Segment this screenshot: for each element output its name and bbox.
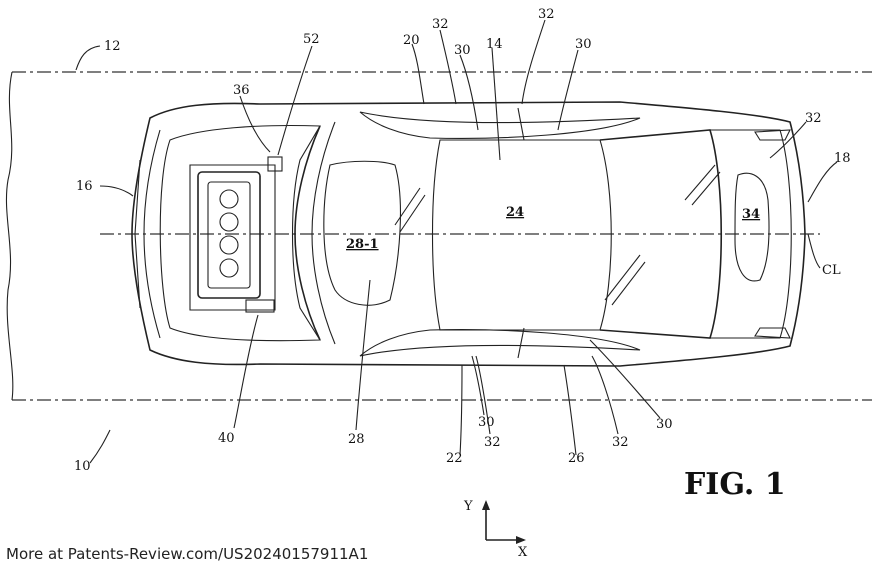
reference-labels: 12 16 18 20 32 32 30 30 14 32 36 52 24 2…: [74, 7, 851, 474]
label-40: 40: [218, 431, 235, 446]
label-30a: 30: [454, 43, 471, 58]
leader-lines: [75, 19, 838, 464]
source-footer: More at Patents-Review.com/US20240157911…: [6, 545, 369, 563]
axes-indicator: Y X: [463, 499, 528, 560]
axis-y-label: Y: [463, 499, 473, 514]
label-30d: 30: [656, 417, 673, 432]
label-36: 36: [233, 83, 250, 98]
label-14: 14: [486, 37, 503, 52]
label-32d: 32: [484, 435, 501, 450]
label-12: 12: [104, 39, 121, 54]
vehicle-body: [131, 101, 806, 367]
label-32e: 32: [612, 435, 629, 450]
label-52: 52: [303, 32, 320, 47]
label-30b: 30: [575, 37, 592, 52]
label-cl: CL: [822, 263, 841, 278]
label-20: 20: [403, 33, 420, 48]
label-32c: 32: [805, 111, 822, 126]
label-22: 22: [446, 451, 463, 466]
label-26: 26: [568, 451, 585, 466]
label-32a: 32: [432, 17, 449, 32]
lane-boundary: [5, 71, 872, 401]
label-24: 24: [506, 205, 524, 220]
label-30c: 30: [478, 415, 495, 430]
label-28-1: 28-1: [346, 237, 379, 252]
label-10: 10: [74, 459, 91, 474]
label-34: 34: [742, 207, 760, 222]
label-18: 18: [834, 151, 851, 166]
figure-title: FIG. 1: [684, 467, 786, 502]
label-32b: 32: [538, 7, 555, 22]
label-16: 16: [76, 179, 93, 194]
label-28: 28: [348, 432, 365, 447]
axis-x-label: X: [518, 545, 528, 560]
